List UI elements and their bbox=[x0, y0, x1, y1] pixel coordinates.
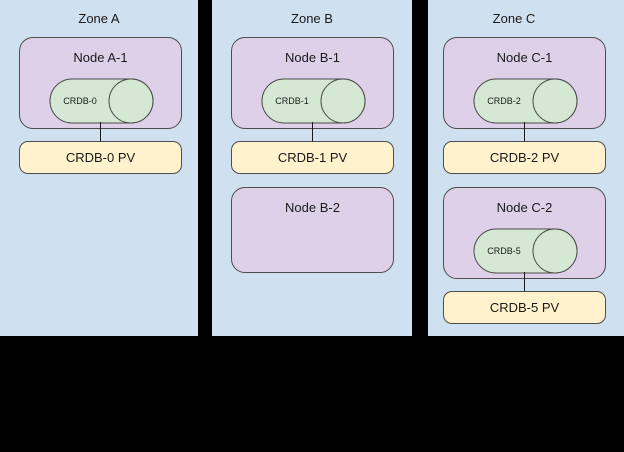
zone-b-label: Zone B bbox=[291, 11, 333, 26]
zone-c-container[interactable]: Zone C Node C-1 CRDB-2 CRDB-2 PV Node C-… bbox=[428, 0, 624, 336]
crdb-2-pv-label: CRDB-2 PV bbox=[489, 149, 560, 165]
connector-node-a-1-to-crdb-0-pv bbox=[100, 122, 101, 142]
cylinder-icon bbox=[473, 228, 578, 274]
node-c-2-box[interactable]: Node C-2 CRDB-5 bbox=[443, 187, 606, 279]
node-c-2-label: Node C-2 bbox=[496, 200, 553, 215]
crdb-5-pv-label: CRDB-5 PV bbox=[489, 299, 560, 315]
zone-c-label: Zone C bbox=[492, 11, 536, 26]
connector-node-c-2-to-crdb-5-pv bbox=[524, 272, 525, 292]
crdb-1-database-cylinder[interactable]: CRDB-1 bbox=[261, 78, 366, 124]
crdb-0-database-cylinder[interactable]: CRDB-0 bbox=[49, 78, 154, 124]
crdb-0-pv-label: CRDB-0 PV bbox=[65, 149, 136, 165]
node-b-1-label: Node B-1 bbox=[285, 50, 340, 65]
crdb-1-pv-label: CRDB-1 PV bbox=[277, 149, 348, 165]
zone-a-label: Zone A bbox=[78, 11, 120, 26]
node-b-1-box[interactable]: Node B-1 CRDB-1 bbox=[231, 37, 394, 129]
node-c-1-box[interactable]: Node C-1 CRDB-2 bbox=[443, 37, 606, 129]
connector-node-c-1-to-crdb-2-pv bbox=[524, 122, 525, 142]
connector-node-b-1-to-crdb-1-pv bbox=[312, 122, 313, 142]
crdb-5-label: CRDB-5 bbox=[487, 246, 521, 256]
crdb-0-pv-box[interactable]: CRDB-0 PV bbox=[19, 141, 182, 174]
zone-a-container[interactable]: Zone A Node A-1 CRDB-0 CRDB-0 PV bbox=[0, 0, 198, 336]
node-a-1-box[interactable]: Node A-1 CRDB-0 bbox=[19, 37, 182, 129]
cylinder-icon bbox=[49, 78, 154, 124]
crdb-5-database-cylinder[interactable]: CRDB-5 bbox=[473, 228, 578, 274]
crdb-2-label: CRDB-2 bbox=[487, 96, 521, 106]
node-a-1-label: Node A-1 bbox=[73, 50, 128, 65]
node-b-2-box[interactable]: Node B-2 bbox=[231, 187, 394, 273]
crdb-2-database-cylinder[interactable]: CRDB-2 bbox=[473, 78, 578, 124]
node-b-2-label: Node B-2 bbox=[285, 200, 340, 215]
crdb-1-pv-box[interactable]: CRDB-1 PV bbox=[231, 141, 394, 174]
crdb-1-label: CRDB-1 bbox=[275, 96, 309, 106]
crdb-5-pv-box[interactable]: CRDB-5 PV bbox=[443, 291, 606, 324]
cylinder-icon bbox=[473, 78, 578, 124]
crdb-2-pv-box[interactable]: CRDB-2 PV bbox=[443, 141, 606, 174]
cylinder-icon bbox=[261, 78, 366, 124]
zone-b-container[interactable]: Zone B Node B-1 CRDB-1 CRDB-1 PV Node B-… bbox=[212, 0, 412, 336]
node-c-1-label: Node C-1 bbox=[496, 50, 553, 65]
crdb-0-label: CRDB-0 bbox=[63, 96, 97, 106]
